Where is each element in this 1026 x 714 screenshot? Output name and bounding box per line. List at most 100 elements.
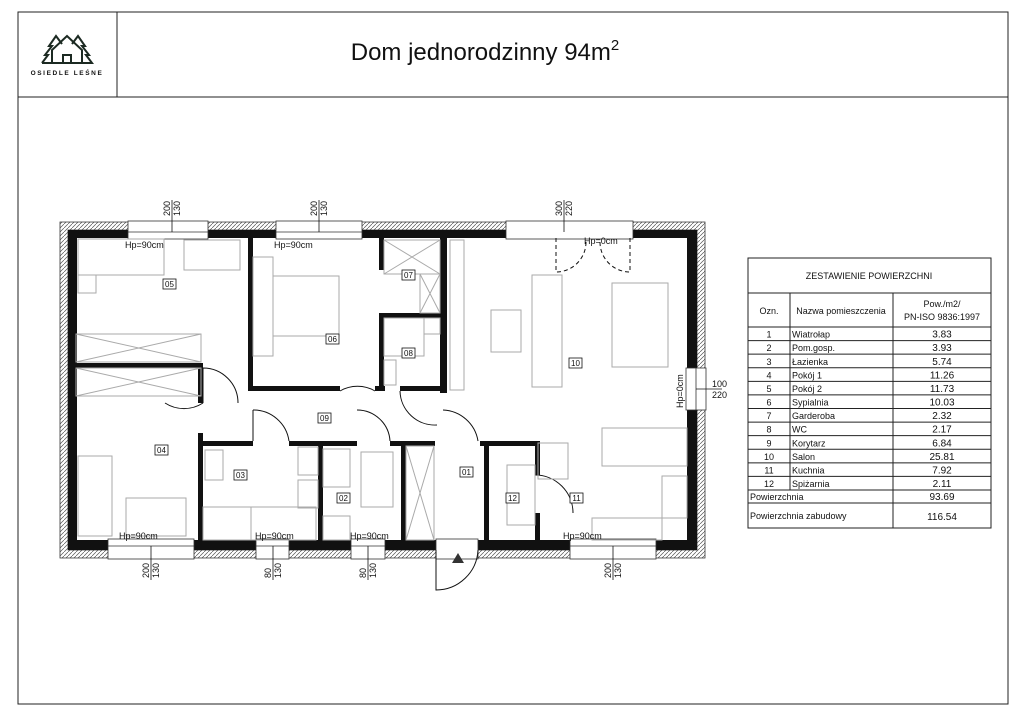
row-number: 7 — [766, 411, 771, 421]
table-row: 4 Pokój 1 11.26 — [748, 367, 991, 381]
furniture — [75, 238, 688, 541]
svg-text:10: 10 — [571, 359, 580, 368]
total-value: 93.69 — [929, 492, 954, 503]
row-number: 6 — [766, 398, 771, 408]
doors — [164, 238, 631, 591]
svg-text:Hp=90cm: Hp=90cm — [125, 240, 164, 250]
row-area: 25.81 — [929, 452, 954, 463]
row-room-name: WC — [792, 425, 807, 435]
room-09-label: 09 — [317, 412, 332, 424]
row-room-name: Spiżarnia — [792, 479, 830, 489]
row-area: 2.32 — [932, 411, 952, 422]
row-room-name: Łazienka — [792, 357, 828, 367]
row-area: 3.93 — [932, 343, 952, 354]
row-room-name: Pokój 1 — [792, 370, 822, 380]
svg-text:04: 04 — [157, 446, 166, 455]
row-area: 6.84 — [932, 438, 952, 449]
svg-text:80: 80 — [358, 568, 368, 578]
svg-text:200: 200 — [141, 563, 151, 578]
built-area-value: 116.54 — [927, 512, 957, 523]
svg-text:220: 220 — [564, 201, 574, 216]
windows — [107, 220, 707, 560]
trees-house-icon — [41, 34, 94, 64]
svg-text:05: 05 — [165, 280, 174, 289]
svg-text:Hp=90cm: Hp=90cm — [274, 240, 313, 250]
room-labels: 05 06 07 08 09 10 04 03 02 01 12 11 — [154, 269, 584, 504]
room-11-label: 11 — [569, 492, 584, 504]
row-room-name: Korytarz — [792, 438, 826, 448]
room-12-label: 12 — [505, 492, 520, 504]
row-room-name: Pokój 2 — [792, 384, 822, 394]
col-header-standard: PN-ISO 9836:1997 — [904, 312, 980, 322]
table-row: 3 Łazienka 5.74 — [748, 353, 991, 368]
svg-text:Hp=90cm: Hp=90cm — [255, 531, 294, 541]
built-area-label: Powierzchnia zabudowy — [750, 511, 847, 521]
svg-text:130: 130 — [172, 201, 182, 216]
room-06-label: 06 — [325, 333, 340, 345]
room-10-label: 10 — [568, 357, 583, 369]
row-number: 1 — [766, 330, 771, 340]
svg-text:06: 06 — [328, 335, 337, 344]
page-title: Dom jednorodzinny 94m2 — [351, 37, 619, 66]
table-row: 2 Pom.gosp. 3.93 — [748, 340, 991, 354]
row-area: 11.26 — [930, 370, 955, 381]
area-table: ZESTAWIENIE POWIERZCHNI Ozn. Nazwa pomie… — [747, 257, 992, 529]
row-area: 11.73 — [930, 384, 955, 395]
svg-text:Hp=90cm: Hp=90cm — [119, 531, 158, 541]
svg-text:130: 130 — [613, 563, 623, 578]
table-row: 10 Salon 25.81 — [748, 448, 991, 463]
svg-text:220: 220 — [712, 390, 727, 400]
svg-text:Hp=0cm: Hp=0cm — [584, 236, 618, 246]
row-area: 7.92 — [932, 465, 952, 476]
row-number: 9 — [766, 438, 771, 448]
row-number: 10 — [764, 452, 774, 462]
sheet-border — [17, 11, 1009, 705]
table-row: 5 Pokój 2 11.73 — [748, 380, 991, 395]
svg-text:08: 08 — [404, 349, 413, 358]
row-number: 2 — [766, 343, 771, 353]
window-dimensions — [150, 200, 722, 580]
row-area: 10.03 — [929, 398, 954, 409]
row-number: 4 — [766, 370, 771, 380]
svg-text:12: 12 — [508, 494, 517, 503]
room-02-label: 02 — [336, 492, 351, 504]
svg-text:200: 200 — [309, 201, 319, 216]
col-header-name: Nazwa pomieszczenia — [796, 306, 886, 316]
window-dimension-text: 200 130 200 130 300 220 200 130 80 130 8… — [141, 201, 727, 578]
table-row: 12 Spiżarnia 2.11 — [748, 475, 991, 490]
svg-text:03: 03 — [236, 471, 245, 480]
col-header-area: Pow./m2/ — [923, 299, 961, 309]
row-number: 3 — [766, 357, 771, 367]
row-area: 3.83 — [932, 330, 952, 341]
table-row: 7 Garderoba 2.32 — [748, 408, 991, 422]
row-room-name: Garderoba — [792, 411, 835, 421]
sill-height-labels: Hp=90cm Hp=90cm Hp=0cm Hp=0cm Hp=90cm Hp… — [119, 236, 685, 541]
room-01-label: 01 — [459, 466, 474, 478]
svg-text:80: 80 — [263, 568, 273, 578]
row-room-name: Salon — [792, 452, 815, 462]
svg-text:07: 07 — [404, 271, 413, 280]
svg-text:Hp=90cm: Hp=90cm — [350, 531, 389, 541]
row-area: 5.74 — [932, 357, 952, 368]
svg-text:300: 300 — [554, 201, 564, 216]
row-room-name: Pom.gosp. — [792, 343, 835, 353]
svg-text:130: 130 — [151, 563, 161, 578]
row-room-name: Wiatrołap — [792, 330, 830, 340]
row-number: 5 — [766, 384, 771, 394]
logo-text: OSIEDLE LEŚNE — [31, 68, 104, 77]
svg-text:11: 11 — [572, 494, 581, 503]
row-area: 2.11 — [933, 479, 952, 490]
room-07-label: 07 — [401, 269, 416, 281]
row-number: 12 — [764, 479, 774, 489]
table-row: 9 Korytarz 6.84 — [748, 435, 991, 449]
svg-text:01: 01 — [462, 468, 471, 477]
room-04-label: 04 — [154, 444, 169, 456]
entrance-arrow-icon — [452, 553, 464, 563]
total-label: Powierzchnia — [750, 492, 804, 502]
svg-text:200: 200 — [162, 201, 172, 216]
svg-text:Hp=0cm: Hp=0cm — [675, 374, 685, 408]
